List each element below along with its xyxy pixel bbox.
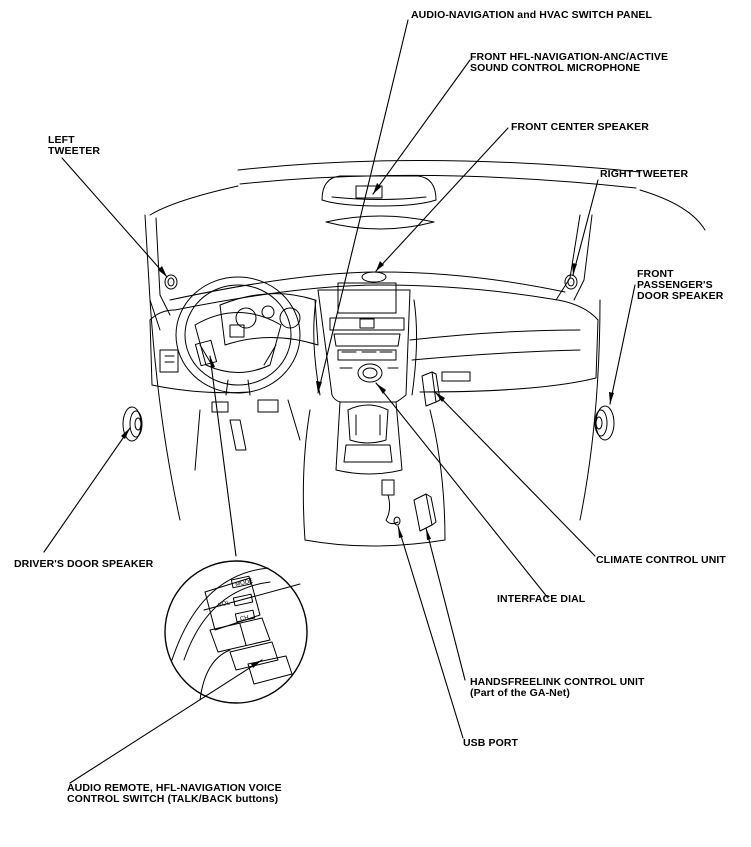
arrow-audio-nav xyxy=(316,381,322,393)
label-front-center-speaker: FRONT CENTER SPEAKER xyxy=(511,121,649,133)
leader-audio-nav-hvac xyxy=(317,19,409,394)
handsfreelink-unit-shape xyxy=(413,493,437,532)
label-right-tweeter: RIGHT TWEETER xyxy=(600,168,689,180)
leader-audio-remote xyxy=(69,659,263,784)
arrow-front-pass-door xyxy=(609,392,614,404)
label-audio-remote: AUDIO REMOTE, HFL-NAVIGATION VOICE CONTR… xyxy=(67,783,282,805)
rear-view-mirror xyxy=(321,175,437,230)
leader-usb-port xyxy=(397,525,464,739)
front-passenger-door-speaker-shape xyxy=(594,405,615,441)
leader-right-tweeter xyxy=(572,179,599,276)
switch-mode-text: MODE xyxy=(235,579,254,589)
pedals xyxy=(194,399,301,471)
switch-ch-text: CH xyxy=(240,615,250,623)
leader-interface-dial xyxy=(375,382,549,599)
arrow-handsfreelink xyxy=(426,528,431,540)
label-interface-dial: INTERFACE DIAL xyxy=(497,593,586,605)
switch-vol-text: VOL xyxy=(218,600,232,609)
steering-wheel xyxy=(175,276,301,396)
leader-front-passenger-door xyxy=(609,284,636,405)
label-front-mic-line1: FRONT HFL-NAVIGATION-ANC/ACTIVE xyxy=(470,51,669,63)
label-left-tweeter-line2: TWEETER xyxy=(48,145,101,157)
headliner xyxy=(149,159,706,231)
label-front-microphone: FRONT HFL-NAVIGATION-ANC/ACTIVE SOUND CO… xyxy=(470,52,668,74)
arrow-right-tweeter xyxy=(572,263,577,275)
arrow-front-center xyxy=(376,261,384,271)
arrow-climate xyxy=(435,392,445,402)
label-hfl-line2: (Part of the GA-Net) xyxy=(470,687,570,699)
drivers-door-speaker-shape xyxy=(122,406,143,442)
arrow-left-tweeter xyxy=(158,266,167,277)
front-center-speaker-shape xyxy=(361,271,387,283)
arrow-steering-switch xyxy=(210,356,215,368)
leader-steering-switch xyxy=(209,355,237,557)
leader-lines xyxy=(43,19,636,784)
arrow-front-mic xyxy=(373,183,381,194)
leader-drivers-door xyxy=(43,427,131,553)
label-audio-nav-hvac: AUDIO-NAVIGATION and HVAC SWITCH PANEL xyxy=(411,9,653,21)
arrow-audio-remote xyxy=(251,660,262,668)
label-front-pass-line1: FRONT xyxy=(637,268,674,280)
label-front-pass-line2: PASSENGER'S xyxy=(637,279,713,291)
label-usb-port: USB PORT xyxy=(463,737,519,749)
label-handsfreelink-unit: HANDSFREELINK CONTROL UNIT (Part of the … xyxy=(470,677,645,699)
label-audio-remote-line2: CONTROL SWITCH (TALK/BACK buttons) xyxy=(67,793,279,805)
climate-control-unit-shape xyxy=(421,371,441,407)
leader-handsfreelink xyxy=(425,527,466,681)
label-left-tweeter: LEFT TWEETER xyxy=(48,135,100,157)
arrowheads xyxy=(121,183,614,668)
label-climate-control-unit: CLIMATE CONTROL UNIT xyxy=(596,554,726,566)
label-hfl-line1: HANDSFREELINK CONTROL UNIT xyxy=(470,676,645,688)
a-pillars xyxy=(144,214,601,521)
label-audio-remote-line1: AUDIO REMOTE, HFL-NAVIGATION VOICE xyxy=(67,782,282,794)
label-front-mic-line2: SOUND CONTROL MICROPHONE xyxy=(470,62,641,74)
label-front-pass-line3: DOOR SPEAKER xyxy=(637,290,724,302)
right-tweeter-shape xyxy=(564,274,578,290)
label-drivers-door-speaker: DRIVER'S DOOR SPEAKER xyxy=(14,558,154,570)
left-tweeter-shape xyxy=(164,274,178,290)
label-left-tweeter-line1: LEFT xyxy=(48,134,75,146)
label-front-passenger-door-speaker: FRONT PASSENGER'S DOOR SPEAKER xyxy=(637,269,723,302)
leader-front-center-speaker xyxy=(375,127,509,272)
usb-port-shape xyxy=(381,479,401,526)
lower-console xyxy=(302,401,446,547)
arrow-usb xyxy=(398,526,403,538)
arrow-interface-dial xyxy=(376,383,386,394)
steering-switch-closeup: MODE VOL CH xyxy=(164,560,308,704)
leader-front-mic xyxy=(372,59,471,195)
center-stack xyxy=(313,282,418,403)
instrument-cluster xyxy=(219,293,319,346)
leader-left-tweeter xyxy=(61,157,168,278)
arrow-drivers-door xyxy=(121,428,130,439)
leader-climate-control xyxy=(434,391,596,557)
